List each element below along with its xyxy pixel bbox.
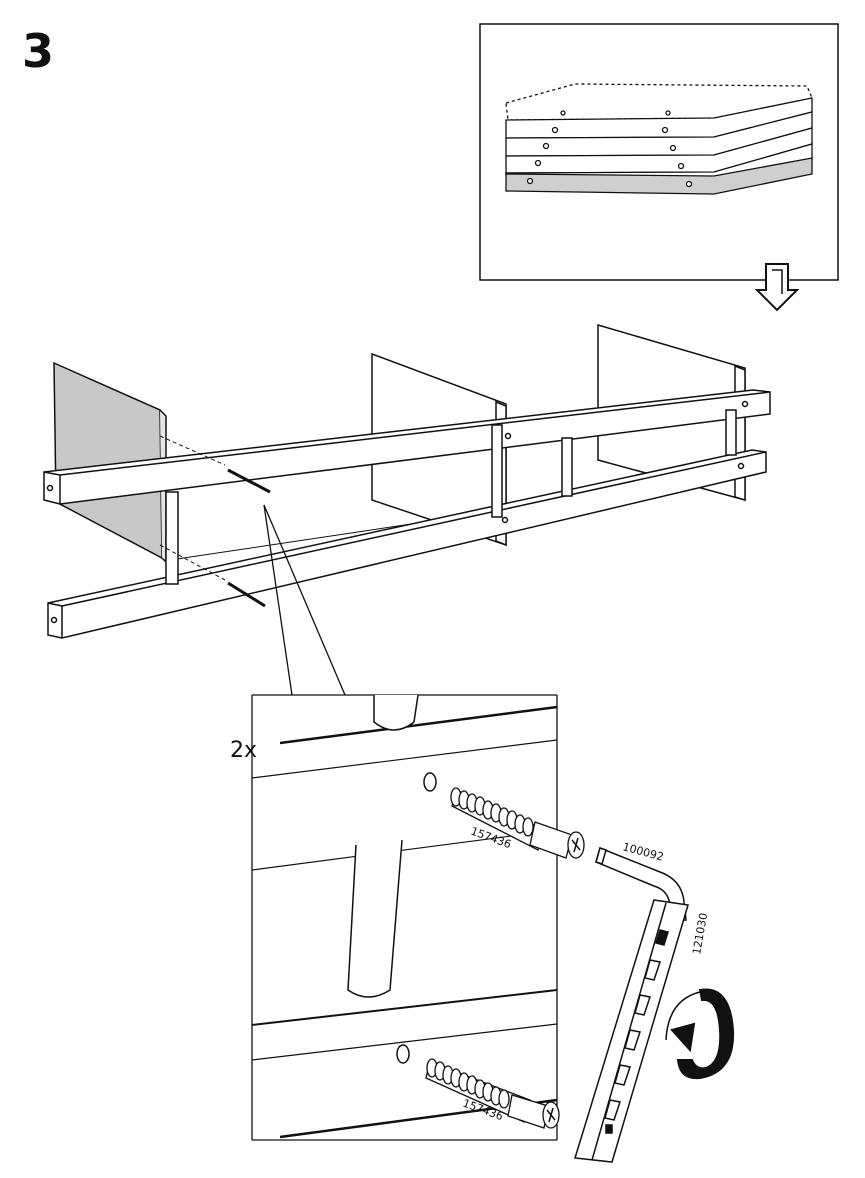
ratchet-tool-icon — [575, 900, 688, 1162]
frame-assembly — [44, 325, 770, 638]
rotate-clockwise-icon — [666, 990, 733, 1079]
part-number-tool: 121030 — [690, 912, 710, 956]
quantity-label: 2x — [230, 738, 257, 763]
shelf-stack-inset — [480, 24, 838, 280]
zoom-callout-lines — [264, 505, 345, 695]
dowel-upper — [451, 788, 584, 858]
detail-panel — [252, 695, 557, 1140]
